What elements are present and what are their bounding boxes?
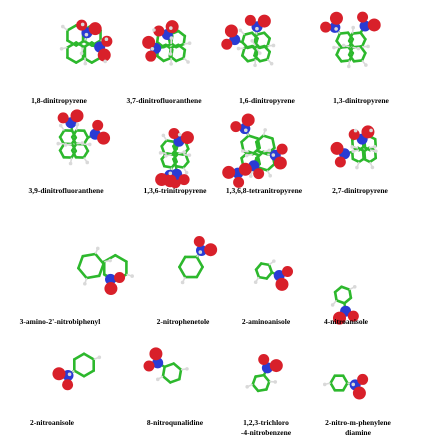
molecule-model-2-nitro-m-phenylenediamine — [322, 373, 369, 400]
molecule-label: 1,6-dinitropyrene — [239, 96, 295, 105]
molecule-model-2,7-dinitropyrene — [330, 125, 378, 170]
molecule-label: 1,8-dinitropyrene — [31, 96, 87, 105]
molecule-model-1,8-dinitropyrene — [59, 19, 113, 66]
molecule-label: 3,7-dinitrofluoranthene — [126, 96, 202, 105]
molecule-model-2-nitroanisole — [52, 352, 102, 391]
molecule-label: 4-nitroanisole — [323, 317, 369, 326]
molecule-label-line-2: diamine — [345, 428, 371, 437]
molecule-model-1,2,3-trichloro-4-nitrobenzene — [245, 353, 283, 393]
molecule-label: 2-nitro-m-phenylene diamine — [308, 418, 408, 438]
molecule-label: 2-nitrophenetole — [156, 317, 210, 326]
molecule-model-8-nitroqunalidine — [143, 347, 189, 384]
molecule-label: 2,7-dinitropyrene — [332, 186, 388, 195]
molecule-model-1,3,6,8-tetranitropyrene — [222, 113, 288, 188]
molecule-label: 2-nitroanisole — [29, 418, 75, 427]
molecule-label: 1,3,6-trinitropyrene — [143, 186, 207, 195]
molecule-model-3-amino-2'-nitrobiphenyl — [77, 246, 134, 296]
molecule-model-1,3-dinitropyrene — [320, 11, 381, 69]
molecule-model-1,6-dinitropyrene — [221, 14, 276, 68]
molecule-label-line-2: -4-nitrobenzene — [240, 428, 292, 437]
molecule-label: 3-amino-2'-nitrobiphenyl — [19, 317, 101, 326]
molecule-label: 2-aminoanisole — [241, 317, 291, 326]
molecule-model-2-aminoanisole — [253, 259, 294, 291]
molecule-label-line-1: 2-nitro-m-phenylene — [325, 418, 391, 427]
molecule-label: 1,3,6,8-tetranitropyrene — [225, 186, 303, 195]
molecule-model-4-nitroanisole — [330, 284, 359, 325]
molecule-label: 8-nitroqunalidine — [146, 418, 204, 427]
molecule-label: 3,9-dinitrofluoranthene — [28, 186, 104, 195]
molecule-model-1,3,6-trinitropyrene — [155, 127, 194, 189]
molecule-model-3,7-dinitrofluoranthene — [142, 20, 192, 66]
molecule-model-3,9-dinitrofluoranthene — [56, 109, 111, 166]
molecule-label: 1,3-dinitropyrene — [333, 96, 389, 105]
molecule-label: 1,2,3-trichloro -4-nitrobenzene — [226, 418, 306, 438]
molecule-label-line-1: 1,2,3-trichloro — [243, 418, 289, 427]
molecule-model-2-nitrophenetole — [178, 236, 218, 285]
